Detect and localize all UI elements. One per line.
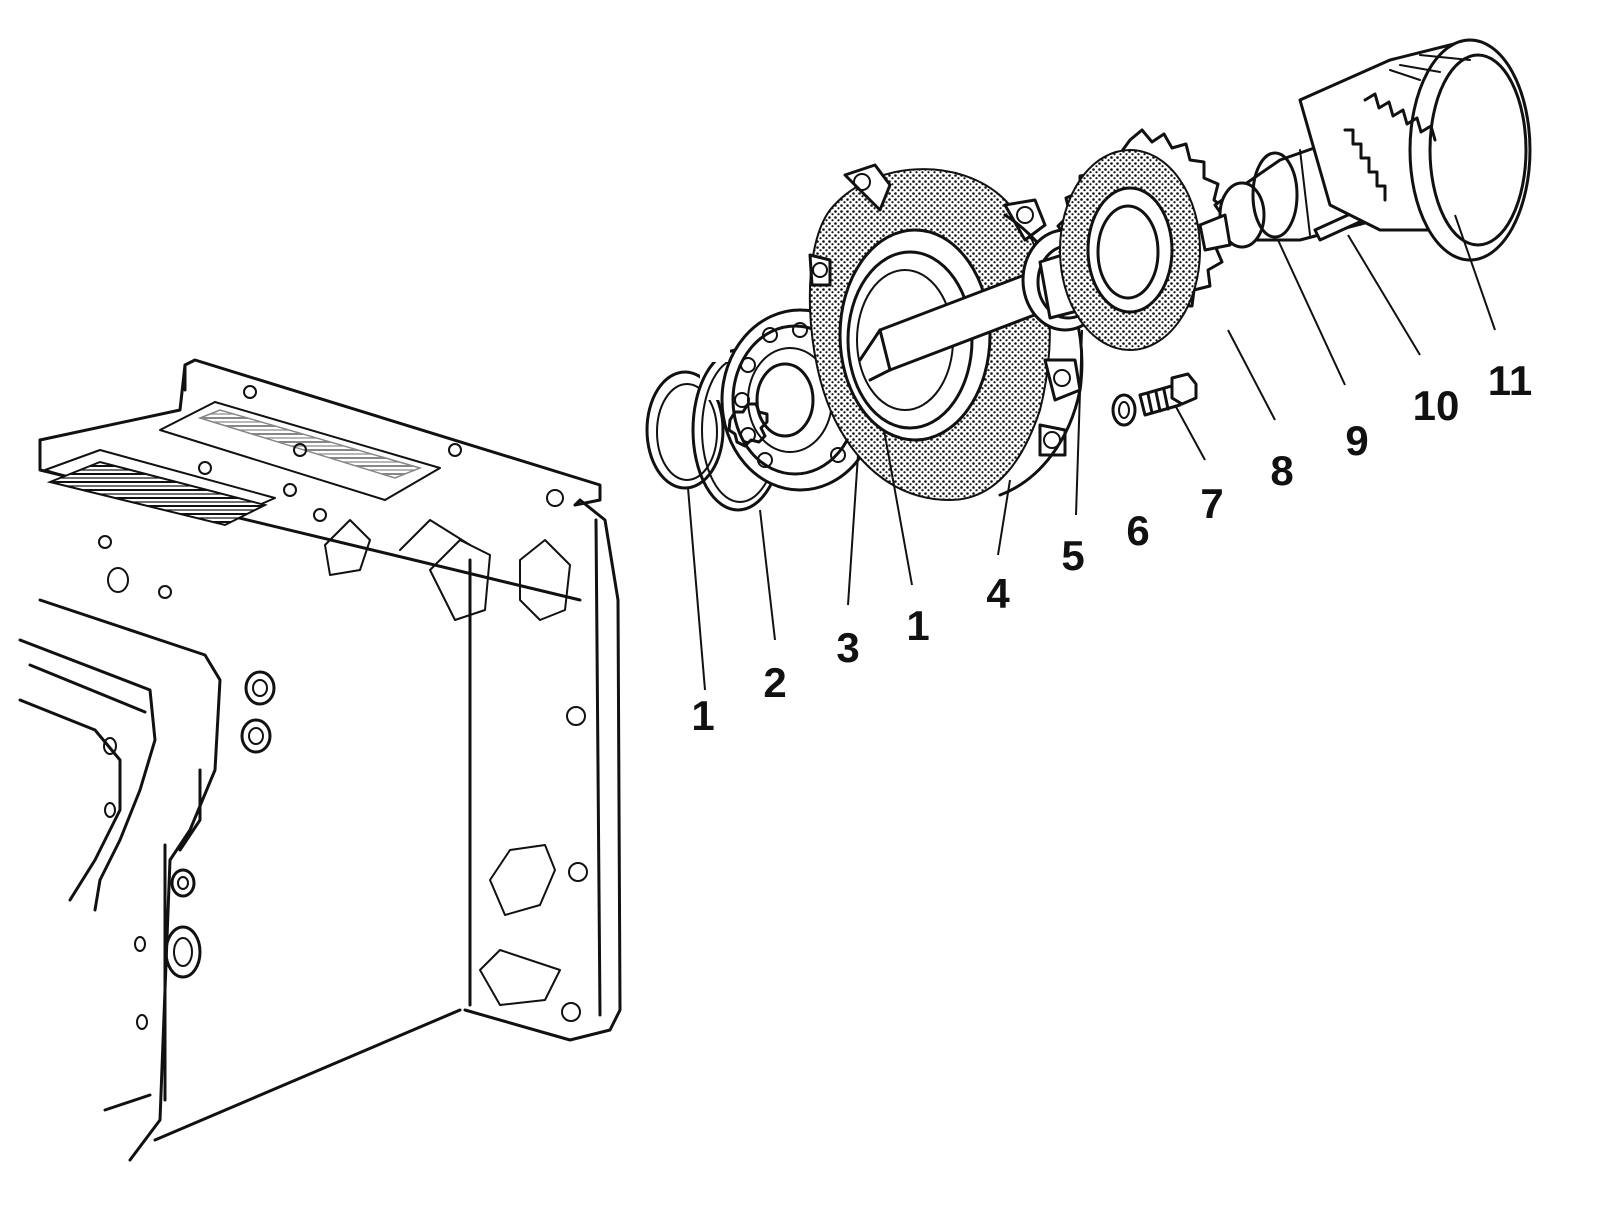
callout-label-3: 3 [836, 624, 859, 671]
callout-label-1a: 1 [691, 692, 714, 739]
coupling-sleeve [1298, 38, 1532, 262]
leader-lines [687, 214, 1496, 691]
callout-label-10: 10 [1413, 382, 1460, 429]
callout-label-1b: 1 [906, 602, 929, 649]
lock-washer [1111, 393, 1137, 427]
spur-gear [1056, 128, 1230, 351]
callout-label-5: 5 [1061, 532, 1084, 579]
bolt [1138, 372, 1198, 417]
callout-label-11: 11 [1488, 357, 1532, 404]
callout-label-8: 8 [1270, 447, 1293, 494]
transmission-housing [18, 358, 622, 1162]
callout-label-9: 9 [1345, 417, 1368, 464]
callout-labels: 1 2 3 1 4 5 6 7 8 9 10 11 [691, 357, 1532, 739]
snap-ring-left [645, 370, 725, 490]
bearing-cover [808, 163, 1102, 502]
callout-label-2: 2 [763, 659, 786, 706]
callout-label-6: 6 [1126, 507, 1149, 554]
callout-label-7: 7 [1200, 480, 1223, 527]
callout-label-4: 4 [986, 570, 1010, 617]
